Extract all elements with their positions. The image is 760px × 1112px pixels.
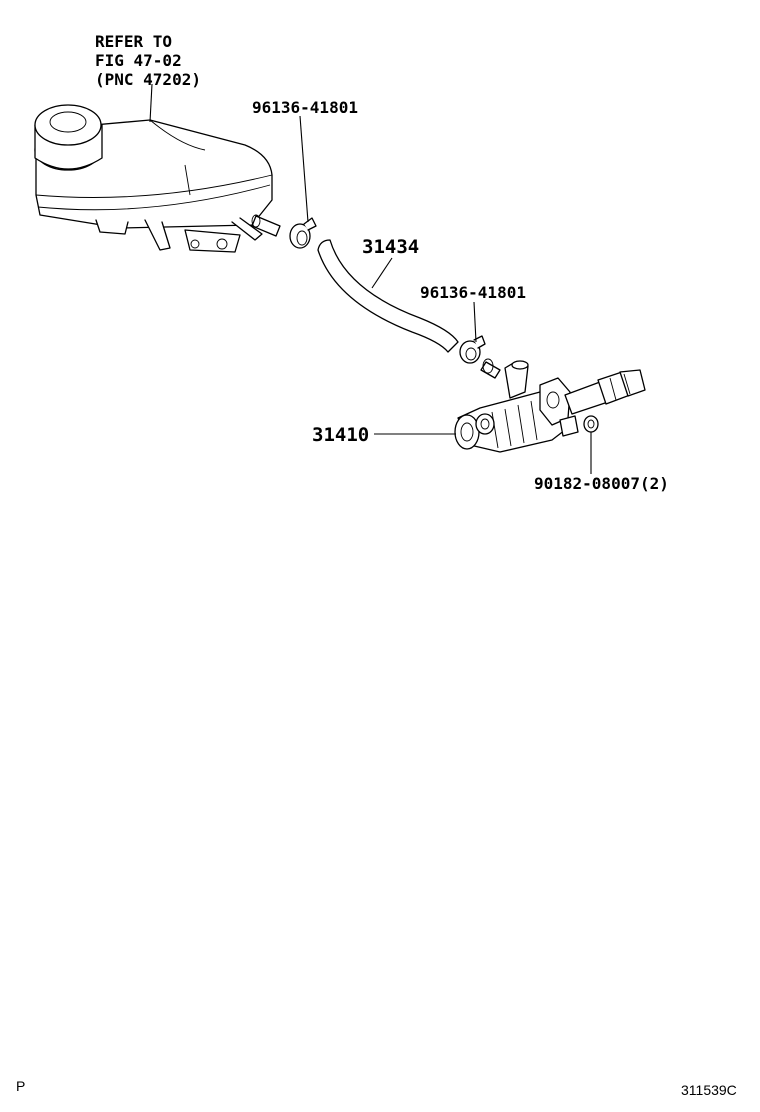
reservoir-tank bbox=[34, 104, 281, 253]
master-cylinder bbox=[454, 358, 646, 453]
clip-upper-part-number: 96136-41801 bbox=[252, 98, 358, 117]
bolt-part-number: 90182-08007(2) bbox=[534, 474, 669, 493]
leader-lines bbox=[149, 83, 592, 474]
hose bbox=[317, 239, 459, 353]
refer-to-label-line2: FIG 47-02 bbox=[95, 51, 182, 70]
corner-code-left: P bbox=[16, 1078, 26, 1094]
figure-code: 311539C bbox=[681, 1082, 737, 1098]
cylinder-part-number: 31410 bbox=[312, 424, 369, 446]
hose-clip-upper bbox=[289, 217, 317, 249]
hose-clip-lower bbox=[459, 335, 486, 364]
refer-to-label-line3: (PNC 47202) bbox=[95, 70, 201, 89]
hose-part-number: 31434 bbox=[362, 236, 419, 258]
bolt bbox=[583, 415, 599, 433]
refer-to-label-line1: REFER TO bbox=[95, 32, 172, 51]
clip-lower-part-number: 96136-41801 bbox=[420, 283, 526, 302]
